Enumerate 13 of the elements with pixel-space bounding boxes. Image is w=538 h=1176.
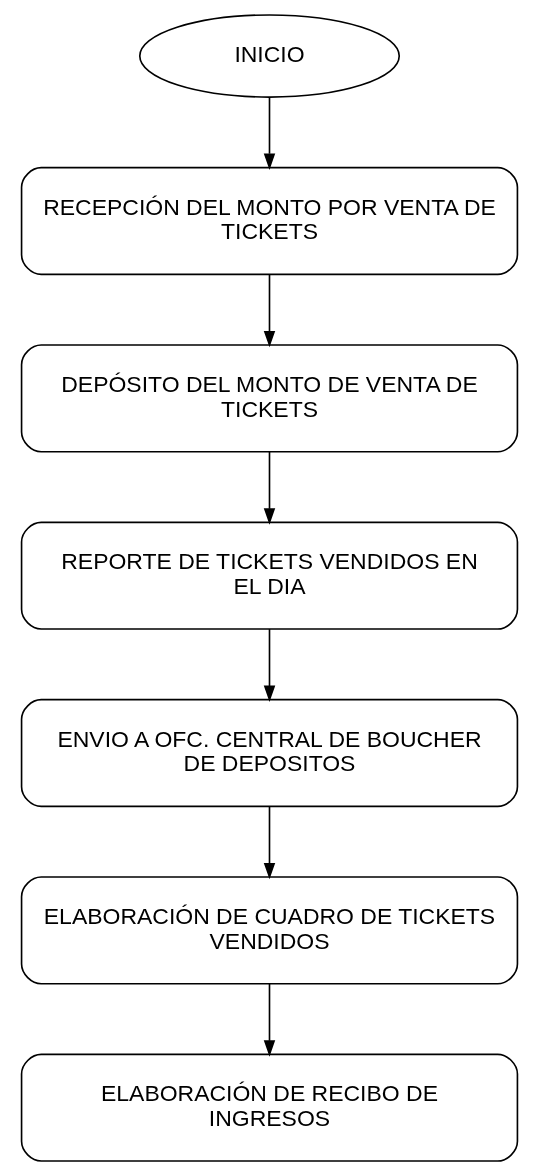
arrow	[263, 96, 275, 170]
node-box: ELABORACIÓN DE CUADRO DE TICKETS VENDIDOS	[20, 876, 518, 985]
arrow	[263, 273, 275, 348]
arrow	[263, 982, 275, 1057]
node-ellipse: INICIO	[138, 14, 400, 98]
node-box: DEPÓSITO DEL MONTO DE VENTA DE TICKETS	[20, 344, 518, 453]
node-box: ELABORACIÓN DE RECIBO DE INGRESOS	[20, 1053, 518, 1162]
arrow	[263, 805, 275, 880]
arrow	[263, 628, 275, 702]
node-box: REPORTE DE TICKETS VENDIDOS EN EL DIA	[20, 521, 518, 630]
node-box: ENVIO A OFC. CENTRAL DE BOUCHER DE DEPOSITOS	[20, 698, 518, 808]
arrow	[263, 450, 275, 525]
node-box: RECEPCIÓN DEL MONTO POR VENTA DE TICKETS	[20, 166, 518, 276]
